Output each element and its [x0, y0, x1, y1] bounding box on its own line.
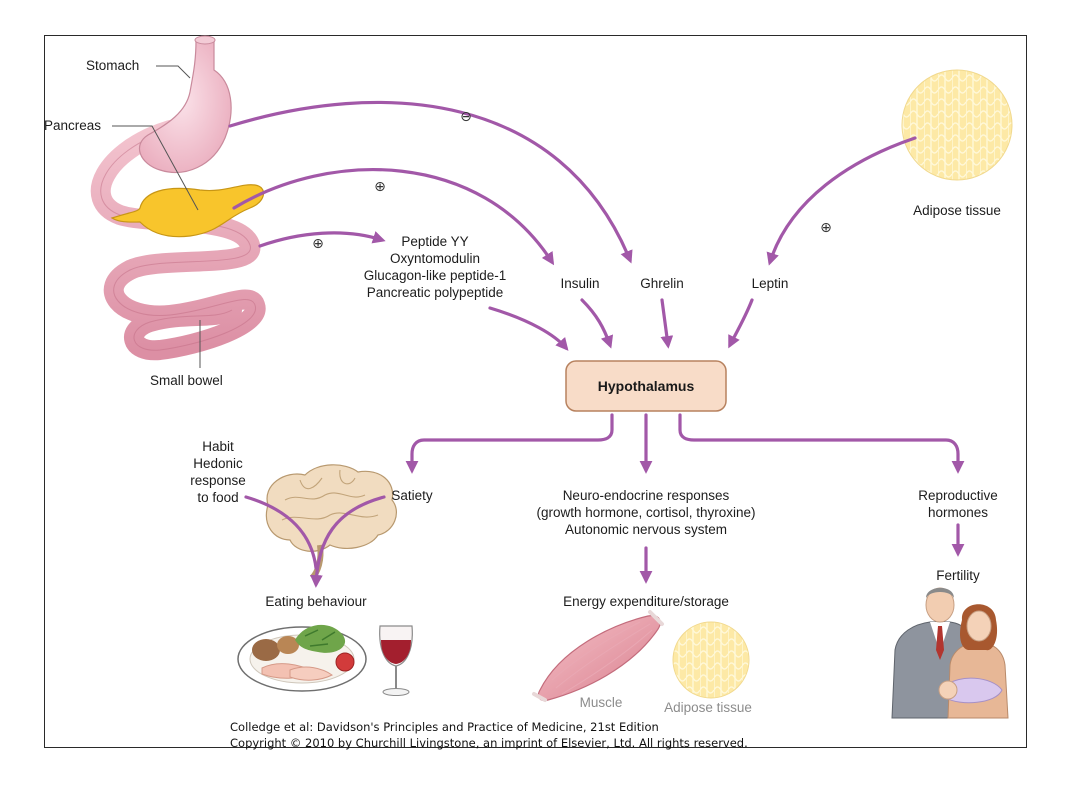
- sign-plus-pancreas: ⊕: [374, 179, 386, 195]
- muscle-image: [532, 610, 664, 702]
- sign-minus-stomach: ⊖: [460, 109, 472, 125]
- credit-line-2: Copyright © 2010 by Churchill Livingston…: [230, 736, 748, 750]
- hormone-pancreatic-polypeptide: Pancreatic polypeptide: [367, 285, 504, 300]
- label-fertility: Fertility: [936, 568, 980, 583]
- hormone-glp1: Glucagon-like peptide-1: [364, 268, 507, 283]
- label-stomach: Stomach: [86, 58, 139, 73]
- label-leptin: Leptin: [752, 276, 789, 291]
- sign-plus-adipose: ⊕: [820, 220, 832, 236]
- hypothalamus-box: [565, 360, 727, 412]
- label-small-bowel: Small bowel: [150, 373, 223, 388]
- family-image: [891, 587, 1009, 719]
- arrow-peptides-to-hypothalamus: [488, 306, 569, 351]
- food-plate-image: [237, 624, 367, 692]
- wine-glass-image: [379, 625, 413, 696]
- arrow-to-satiety: [405, 413, 614, 474]
- label-muscle: Muscle: [580, 695, 623, 710]
- label-response: response: [190, 473, 246, 488]
- label-hormones: hormones: [928, 505, 988, 520]
- credit-line-1: Colledge et al: Davidson's Principles an…: [230, 720, 659, 734]
- label-hedonic: Hedonic: [193, 456, 243, 471]
- hormone-oxyntomodulin: Oxyntomodulin: [390, 251, 480, 266]
- label-eating-behaviour: Eating behaviour: [265, 594, 367, 609]
- arrow-adipose-to-leptin: [766, 136, 917, 266]
- organ-leaders: [112, 65, 201, 368]
- gut-hormone-list: Peptide YY Oxyntomodulin Glucagon-like p…: [364, 234, 507, 300]
- arrow-bowel-to-peptides: [258, 231, 386, 248]
- arrow-ghrelin-to-hypothalamus: [660, 298, 674, 349]
- label-satiety: Satiety: [391, 488, 433, 503]
- arrow-pancreas-to-insulin: [232, 168, 555, 266]
- label-adipose-tissue: Adipose tissue: [913, 203, 1001, 218]
- arrow-to-reproductive: [678, 413, 965, 474]
- label-adipose-tissue-small: Adipose tissue: [664, 700, 752, 715]
- label-energy-expenditure: Energy expenditure/storage: [563, 594, 729, 609]
- habit-hedonic-label: Habit Hedonic response to food: [190, 439, 246, 505]
- arrow-leptin-to-hypothalamus: [728, 298, 754, 349]
- figure-frame: [44, 35, 1027, 748]
- arrow-habit-to-eating: [244, 495, 318, 570]
- adipose-tissue-image: [901, 69, 1013, 181]
- label-neuroendocrine: Neuro-endocrine responses: [563, 488, 730, 503]
- arrow-satiety-to-eating: [310, 495, 386, 588]
- label-habit: Habit: [202, 439, 234, 454]
- hormone-peptide-yy: Peptide YY: [401, 234, 468, 249]
- brain-image: [265, 464, 397, 581]
- label-to-food: to food: [197, 490, 238, 505]
- label-hypothalamus: Hypothalamus: [598, 378, 695, 394]
- adipose-tissue-image-small: [672, 621, 750, 699]
- label-autonomic: Autonomic nervous system: [565, 522, 727, 537]
- label-pancreas: Pancreas: [44, 118, 101, 133]
- arrow-stomach-to-ghrelin: [228, 100, 633, 264]
- gut-illustration: [90, 35, 266, 361]
- arrow-insulin-to-hypothalamus: [580, 298, 614, 349]
- label-insulin: Insulin: [560, 276, 599, 291]
- sign-plus-bowel: ⊕: [312, 236, 324, 252]
- label-reproductive: Reproductive: [918, 488, 998, 503]
- label-ghrelin: Ghrelin: [640, 276, 684, 291]
- label-hormone-list: (growth hormone, cortisol, thyroxine): [536, 505, 755, 520]
